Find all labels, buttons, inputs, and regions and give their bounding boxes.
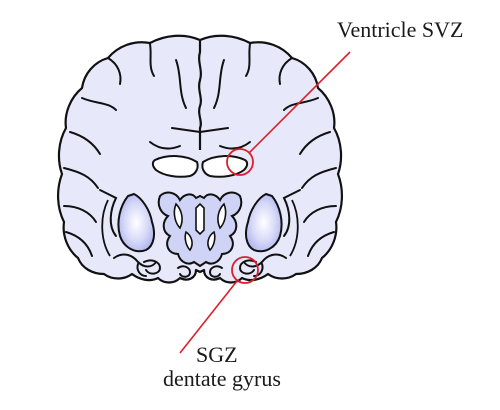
label-sgz: SGZ bbox=[196, 342, 238, 367]
internal-capsule-lines bbox=[101, 199, 299, 257]
lateral-ventricle-right bbox=[201, 155, 249, 178]
sulci-left bbox=[63, 43, 201, 277]
label-ventricle-svz: Ventricle SVZ bbox=[337, 17, 464, 42]
callout-ventricle-svz bbox=[226, 51, 351, 176]
label-dentate-gyrus: dentate gyrus bbox=[163, 366, 281, 391]
midline-fissure bbox=[198, 40, 202, 150]
deep-structure-left bbox=[117, 192, 155, 253]
lateral-ventricle-left bbox=[151, 155, 199, 178]
central-details bbox=[173, 202, 227, 252]
callout-sgz bbox=[179, 256, 259, 354]
hippocampus-curls bbox=[143, 259, 257, 278]
deep-structure-right bbox=[245, 192, 283, 253]
